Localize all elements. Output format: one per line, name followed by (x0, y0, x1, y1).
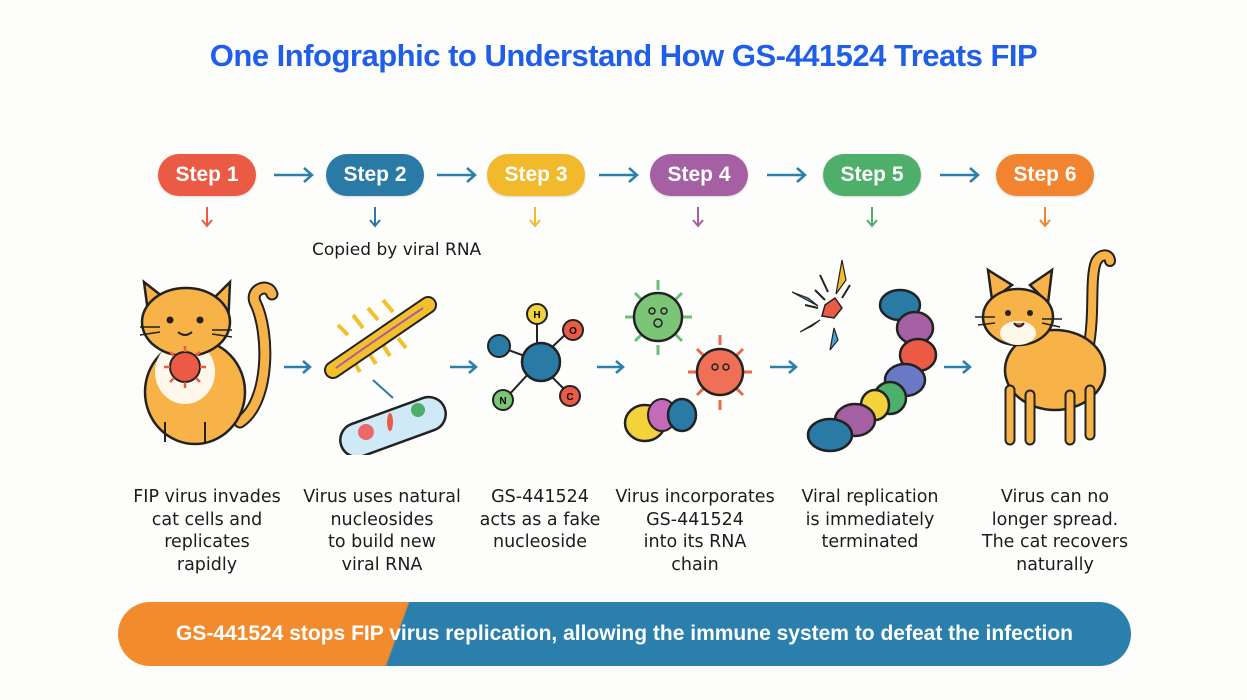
infographic-title: One Infographic to Understand How GS-441… (209, 38, 1038, 73)
step-1-pill: Step 1 (158, 154, 256, 196)
step-3-pill: Step 3 (487, 154, 585, 196)
healthy-cat-icon (975, 249, 1116, 446)
arrow-down-icon (201, 207, 213, 228)
step-2-label: Step 2 (343, 163, 407, 186)
arrow-down-icon (369, 207, 381, 228)
arrow-right-icon (944, 360, 972, 374)
atom-c-label: C (566, 392, 573, 403)
arrow-right-icon (284, 360, 312, 374)
step-1-label: Step 1 (175, 163, 239, 186)
step-6-description: Virus can no longer spread. The cat reco… (981, 487, 1129, 575)
step-2-description: Virus uses natural nucleosides to build … (303, 487, 461, 575)
step-4-description: Virus incorporates GS-441524 into its RN… (615, 487, 775, 575)
broken-chain-icon (791, 259, 938, 453)
arrow-right-icon (767, 167, 807, 183)
step-4-pill: Step 4 (650, 154, 748, 196)
step-5-description: Viral replication is immediately termina… (801, 487, 939, 552)
summary-banner-text: GS-441524 stops FIP virus replication, a… (175, 622, 1073, 645)
arrow-right-icon (450, 360, 478, 374)
viral-rna-icon (324, 296, 447, 455)
arrow-right-icon (770, 360, 798, 374)
arrow-right-icon (274, 167, 314, 183)
step-1-description: FIP virus invades cat cells and replicat… (133, 487, 281, 575)
arrow-right-icon (437, 167, 477, 183)
molecule-icon: H O N C (487, 303, 584, 411)
atom-n-label: N (499, 396, 506, 407)
step-6-pill: Step 6 (996, 154, 1094, 196)
atom-h-label: H (533, 310, 540, 321)
step-5-pill: Step 5 (823, 154, 921, 196)
step-2-pill: Step 2 (326, 154, 424, 196)
step-2-note: Copied by viral RNA (312, 240, 482, 260)
arrow-right-icon (940, 167, 980, 183)
arrow-right-icon (597, 360, 625, 374)
step-3-description: GS-441524 acts as a fake nucleoside (479, 487, 601, 552)
arrow-right-icon (599, 167, 639, 183)
arrow-down-icon (529, 207, 541, 228)
step-4-label: Step 4 (667, 163, 731, 186)
step-3-label: Step 3 (504, 163, 568, 186)
arrow-down-icon (692, 207, 704, 228)
step-5-label: Step 5 (840, 163, 904, 186)
cat-infected-icon (139, 278, 279, 446)
step-6-label: Step 6 (1013, 163, 1077, 186)
arrow-down-icon (866, 207, 878, 228)
atom-o-label: O (569, 326, 577, 337)
arrow-down-icon (1039, 207, 1051, 228)
summary-banner: GS-441524 stops FIP virus replication, a… (118, 602, 1131, 666)
virus-icon (623, 280, 752, 443)
